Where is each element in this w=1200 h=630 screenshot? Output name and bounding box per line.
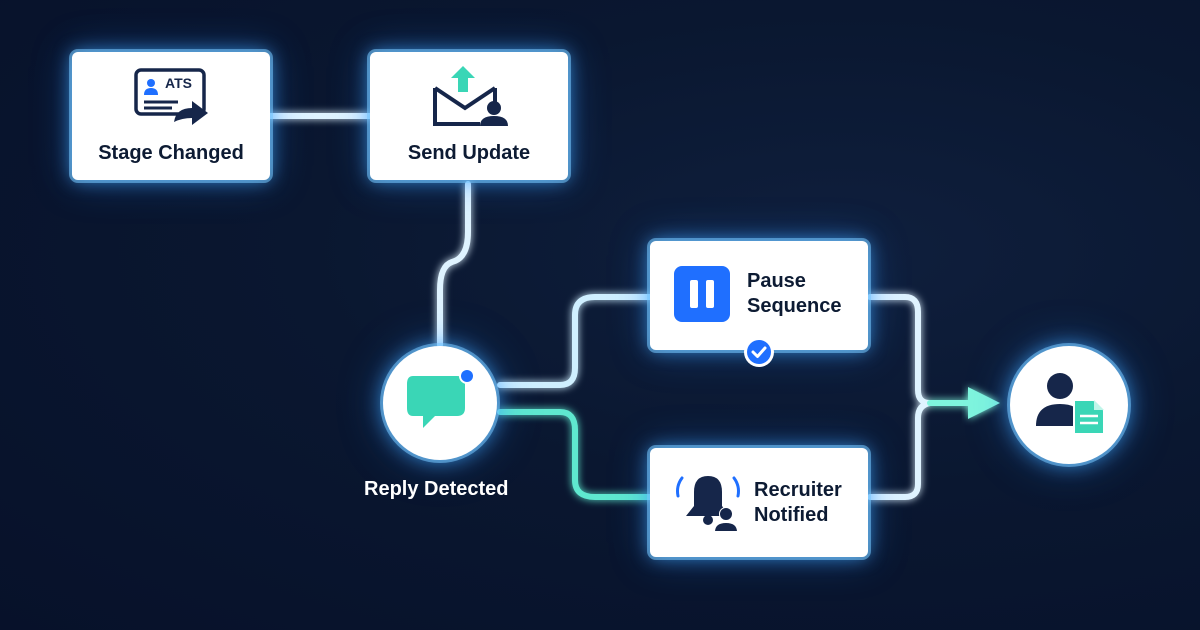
wire-recruiter-to-merge — [867, 400, 933, 500]
wire-send-to-reply — [437, 181, 471, 348]
pause-sequence-label: Pause Sequence — [747, 269, 841, 319]
send-update-node[interactable]: Send Update — [370, 52, 568, 180]
wire-pause-to-merge — [867, 294, 933, 406]
arrow-head-icon — [968, 387, 1000, 419]
candidate-record-node[interactable] — [1010, 346, 1128, 464]
ats-text: ATS — [165, 75, 192, 91]
check-badge-icon — [743, 336, 775, 368]
recruiter-notified-label-line2: Notified — [754, 504, 829, 526]
reply-detected-label: Reply Detected — [364, 478, 509, 500]
recruiter-notified-label-line1: Recruiter — [754, 479, 842, 501]
chat-bubble-notification-icon — [405, 366, 479, 434]
envelope-upload-user-icon — [430, 64, 510, 128]
pause-icon — [674, 266, 730, 322]
pause-sequence-node[interactable]: Pause Sequence — [650, 241, 868, 350]
reply-detected-node[interactable] — [383, 346, 497, 460]
recruiter-notified-label: Recruiter Notified — [754, 478, 842, 528]
pause-sequence-label-line2: Sequence — [747, 295, 842, 317]
send-update-label: Send Update — [407, 142, 531, 164]
recruiter-notified-node[interactable]: Recruiter Notified — [650, 448, 868, 557]
stage-changed-node[interactable]: ATS Stage Changed — [72, 52, 270, 180]
stage-changed-label: Stage Changed — [98, 142, 244, 164]
user-document-icon — [1032, 368, 1108, 440]
wire-reply-to-recruiter — [497, 409, 653, 500]
wire-reply-to-pause — [497, 294, 653, 388]
ats-card-forward-icon: ATS — [134, 68, 212, 128]
pause-sequence-label-line1: Pause — [747, 270, 806, 292]
bell-user-icon — [672, 470, 744, 534]
